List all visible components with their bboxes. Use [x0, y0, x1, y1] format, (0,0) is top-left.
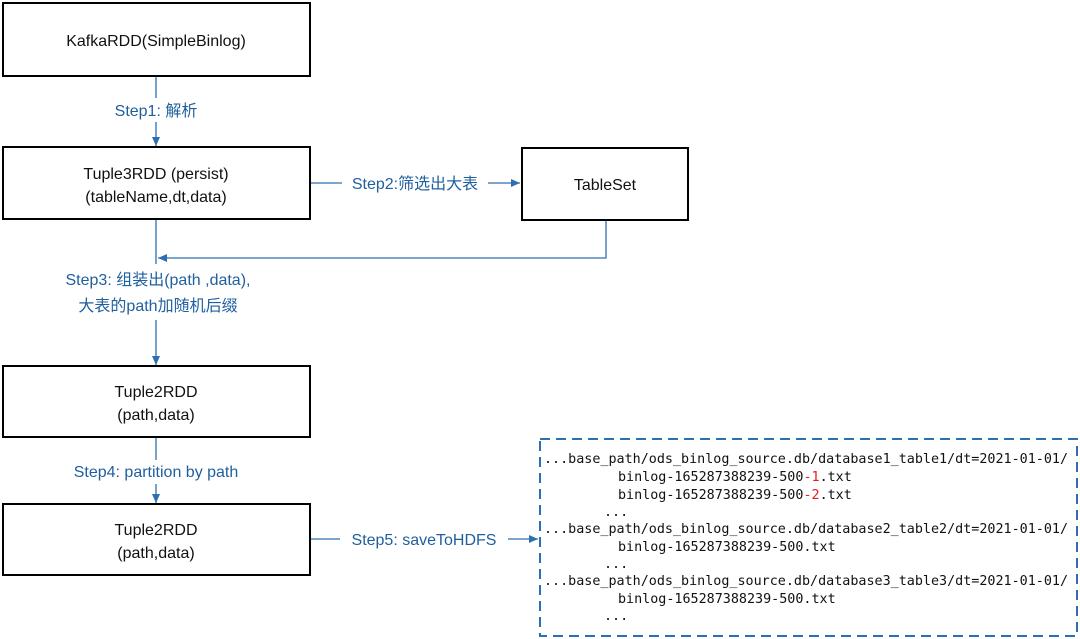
hdfs-output-box: ...base_path/ods_binlog_source.db/databa… — [539, 438, 1078, 637]
output-ellipsis-2: ... — [604, 557, 628, 572]
node-tuple2-rdd-b: Tuple2RDD (path,data) — [2, 503, 311, 576]
table-set-label: TableSet — [574, 177, 637, 194]
node-table-set: TableSet — [521, 147, 689, 221]
edge-tableset-feedback — [158, 221, 607, 262]
tuple2-rdd-a-line1: Tuple2RDD — [115, 384, 198, 401]
output-path-1: ...base_path/ods_binlog_source.db/databa… — [544, 452, 1068, 467]
step4-label: Step4: partition by path — [74, 464, 239, 481]
random-suffix-1: -1 — [803, 470, 819, 485]
output-file-1a: binlog-165287388239-500-1.txt — [618, 470, 852, 485]
output-ellipsis-1: ... — [604, 505, 628, 520]
output-path-2: ...base_path/ods_binlog_source.db/databa… — [544, 522, 1068, 537]
step3-label-line2: 大表的path加随机后缀 — [78, 297, 237, 315]
tuple3-rdd-line1: Tuple3RDD (persist) — [83, 166, 228, 183]
step5-label: Step5: saveToHDFS — [352, 532, 497, 549]
step1-label: Step1: 解析 — [115, 102, 198, 120]
output-file-3: binlog-165287388239-500.txt — [618, 592, 836, 607]
node-kafka-rdd: KafkaRDD(SimpleBinlog) — [2, 2, 311, 77]
kafka-rdd-label: KafkaRDD(SimpleBinlog) — [66, 33, 246, 50]
node-tuple2-rdd-a: Tuple2RDD (path,data) — [2, 365, 311, 438]
node-tuple3-rdd: Tuple3RDD (persist) (tableName,dt,data) — [2, 146, 311, 220]
step2-label: Step2:筛选出大表 — [352, 174, 478, 193]
output-file-1b: binlog-165287388239-500-2.txt — [618, 488, 852, 503]
step3-label-line1: Step3: 组装出(path ,data), — [66, 271, 251, 289]
output-path-3: ...base_path/ods_binlog_source.db/databa… — [544, 574, 1068, 589]
output-file-2: binlog-165287388239-500.txt — [618, 540, 836, 555]
tuple2-rdd-b-line1: Tuple2RDD — [115, 522, 198, 539]
tuple2-rdd-b-line2: (path,data) — [117, 545, 194, 562]
random-suffix-2: -2 — [803, 488, 819, 503]
output-ellipsis-3: ... — [604, 609, 628, 624]
tuple3-rdd-line2: (tableName,dt,data) — [85, 189, 226, 206]
tuple2-rdd-a-line2: (path,data) — [117, 407, 194, 424]
